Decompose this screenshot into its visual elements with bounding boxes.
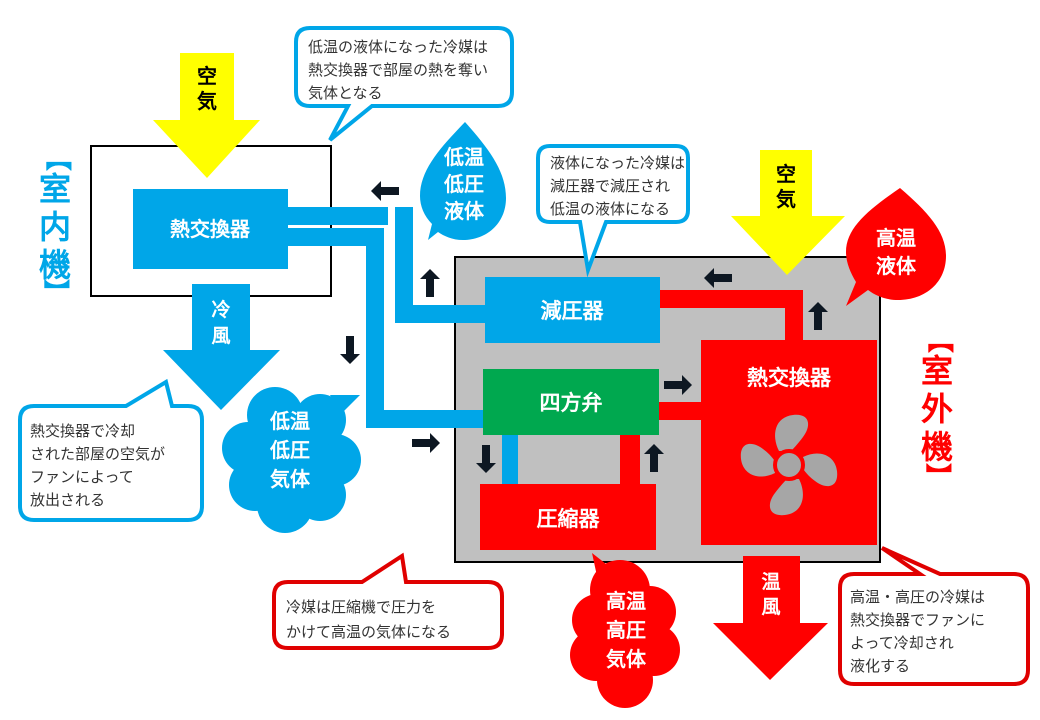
callout-line: 液化する: [850, 657, 910, 675]
title-char: 機: [921, 428, 953, 466]
indoor-air-in-arrow: 空 気: [153, 53, 260, 178]
callout-compressor: 冷媒は圧縮機で圧力を かけて高温の気体になる: [272, 552, 504, 650]
cold-refrigerant-pipes: [288, 207, 518, 485]
callout-outdoor-exchanger: 高温・高圧の冷媒は 熱交換器でファンに よって冷却され 液化する: [838, 546, 1030, 686]
flow-arrow-left-icon: [371, 181, 399, 201]
compressor-label: 圧縮器: [537, 507, 601, 531]
cold-air-label-2: 風: [211, 325, 230, 347]
bubble-text: 気体: [270, 467, 311, 491]
bubble-low-temp-low-pressure-gas: [222, 387, 361, 533]
flow-arrow-up-icon: [420, 269, 440, 297]
outdoor-air-label-2: 気: [776, 187, 796, 211]
outdoor-heat-exchanger-label: 熱交換器: [747, 366, 832, 390]
callout-line: よって冷却され: [850, 634, 954, 652]
indoor-heat-exchanger: [133, 189, 288, 269]
title-char: 内: [39, 208, 71, 246]
title-bracket: 】: [922, 463, 952, 489]
callout-line: 液体になった冷媒は: [550, 154, 685, 172]
title-bracket: 【: [42, 145, 72, 171]
outdoor-air-in-arrow: 空 気: [731, 150, 845, 275]
bubble-high-temp-liquid: 高温 液体: [846, 188, 946, 306]
bubble-text: 気体: [606, 647, 647, 671]
callout-line: された部屋の空気が: [30, 445, 165, 463]
outdoor-air-label-1: 空: [776, 162, 796, 186]
callout-line: 熱交換器で部屋の熱を奪い: [308, 61, 488, 79]
bubble-text: 液体: [444, 199, 485, 223]
bubble-text: 低圧: [269, 438, 310, 462]
compressor: [480, 484, 656, 550]
callout-expansion-valve: 液体になった冷媒は 減圧器で減圧され 低温の液体になる: [536, 144, 690, 278]
bubble-high-temp-high-pressure-gas: [570, 553, 680, 708]
cold-air-out-arrow: 冷 風: [163, 284, 280, 410]
bubble-text: 高温: [606, 589, 646, 613]
indoor-air-label-2: 気: [197, 89, 217, 113]
flow-arrow-right-icon: [412, 433, 440, 453]
title-char: 室: [39, 170, 71, 208]
bubble-text: 液体: [876, 254, 917, 278]
four-way-valve: [483, 369, 659, 435]
warm-air-label-1: 温: [761, 571, 780, 593]
warm-air-label-2: 風: [761, 596, 780, 618]
bubble-text: 低温: [269, 409, 310, 433]
callout-line: 気体となる: [308, 84, 383, 102]
bubble-text: 高圧: [606, 618, 646, 642]
cold-air-label-1: 冷: [211, 298, 230, 321]
bubble-text: 低圧: [443, 172, 484, 196]
callout-line: 熱交換器でファンに: [850, 611, 985, 629]
callout-line: 高温・高圧の冷媒は: [850, 588, 985, 606]
callout-line: 熱交換器で冷却: [30, 422, 135, 440]
callout-line: ファンによって: [30, 468, 134, 486]
title-char: 機: [39, 246, 71, 284]
expansion-valve: [485, 277, 660, 343]
hot-refrigerant-pipes: [620, 290, 803, 490]
indoor-unit-title: 【 室 内 機 】: [39, 145, 72, 305]
title-char: 外: [921, 390, 953, 428]
fan-icon: [740, 414, 838, 516]
expansion-valve-label: 減圧器: [541, 299, 605, 323]
indoor-heat-exchanger-label: 熱交換器: [170, 217, 251, 241]
title-bracket: 【: [924, 327, 954, 353]
callout-line: 低温の液体になる: [550, 200, 670, 218]
bubble-text: 低温: [443, 145, 484, 169]
callout-line: かけて高温の気体になる: [286, 623, 451, 641]
callout-indoor-exchanger: 低温の液体になった冷媒は 熱交換器で部屋の熱を奪い 気体となる: [294, 26, 514, 142]
callout-cold-air: 熱交換器で冷却 された部屋の空気が ファンによって 放出される: [18, 378, 204, 522]
title-bracket: 】: [40, 279, 70, 305]
indoor-air-label-1: 空: [197, 64, 217, 88]
callout-line: 放出される: [30, 491, 105, 509]
bubble-low-temp-low-pressure-liquid: 低温 低圧 液体: [420, 122, 506, 240]
callout-line: 冷媒は圧縮機で圧力を: [286, 598, 436, 616]
title-char: 室: [921, 352, 953, 390]
flow-arrow-down-icon: [340, 336, 360, 364]
callout-line: 減圧器で減圧され: [550, 177, 670, 195]
bubble-text: 高温: [876, 226, 916, 250]
callout-line: 低温の液体になった冷媒は: [308, 38, 488, 56]
warm-air-out-arrow: 温 風: [713, 556, 828, 680]
four-way-valve-label: 四方弁: [540, 391, 603, 415]
outdoor-unit-title: 【 室 外 機 】: [921, 327, 954, 489]
